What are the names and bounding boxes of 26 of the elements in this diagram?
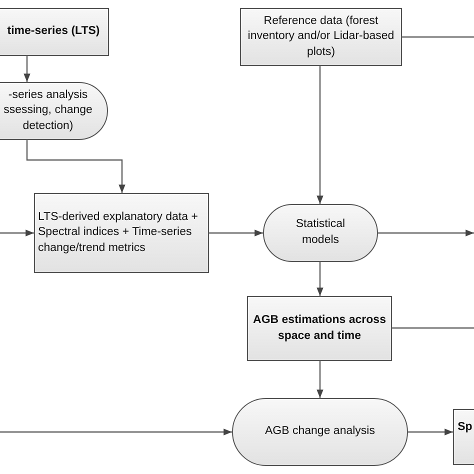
arrow (209, 230, 263, 236)
process-box (240, 8, 402, 66)
node-text: Sp (458, 420, 472, 435)
arrow (316, 262, 324, 296)
node-text: Reference data (forest inventory and/or Lidar-based plots) (247, 14, 395, 60)
connector-line (402, 36, 474, 38)
process-box (247, 296, 392, 361)
node-text: time-series (LTS) (7, 24, 100, 40)
arrow (0, 428, 232, 436)
arrow (26, 140, 126, 193)
arrow (408, 428, 453, 436)
process-box (0, 8, 109, 56)
process-box (453, 409, 474, 465)
node-text: LTS-derived explanatory data + Spectral indices + Time-series change/trend metrics (38, 210, 199, 256)
node-text: -series analysis ssessing, change detection) (2, 88, 94, 134)
arrow (378, 230, 474, 236)
arrow (24, 56, 30, 82)
node-text: AGB change analysis (265, 424, 375, 440)
arrow (316, 361, 324, 398)
connector-line (392, 327, 474, 329)
node-text: AGB estimations across space and time (252, 312, 387, 344)
node-text: Statistical models (294, 217, 346, 248)
terminal-pill (0, 82, 108, 140)
arrow (316, 66, 324, 204)
arrow (0, 230, 34, 236)
process-box (34, 193, 209, 273)
